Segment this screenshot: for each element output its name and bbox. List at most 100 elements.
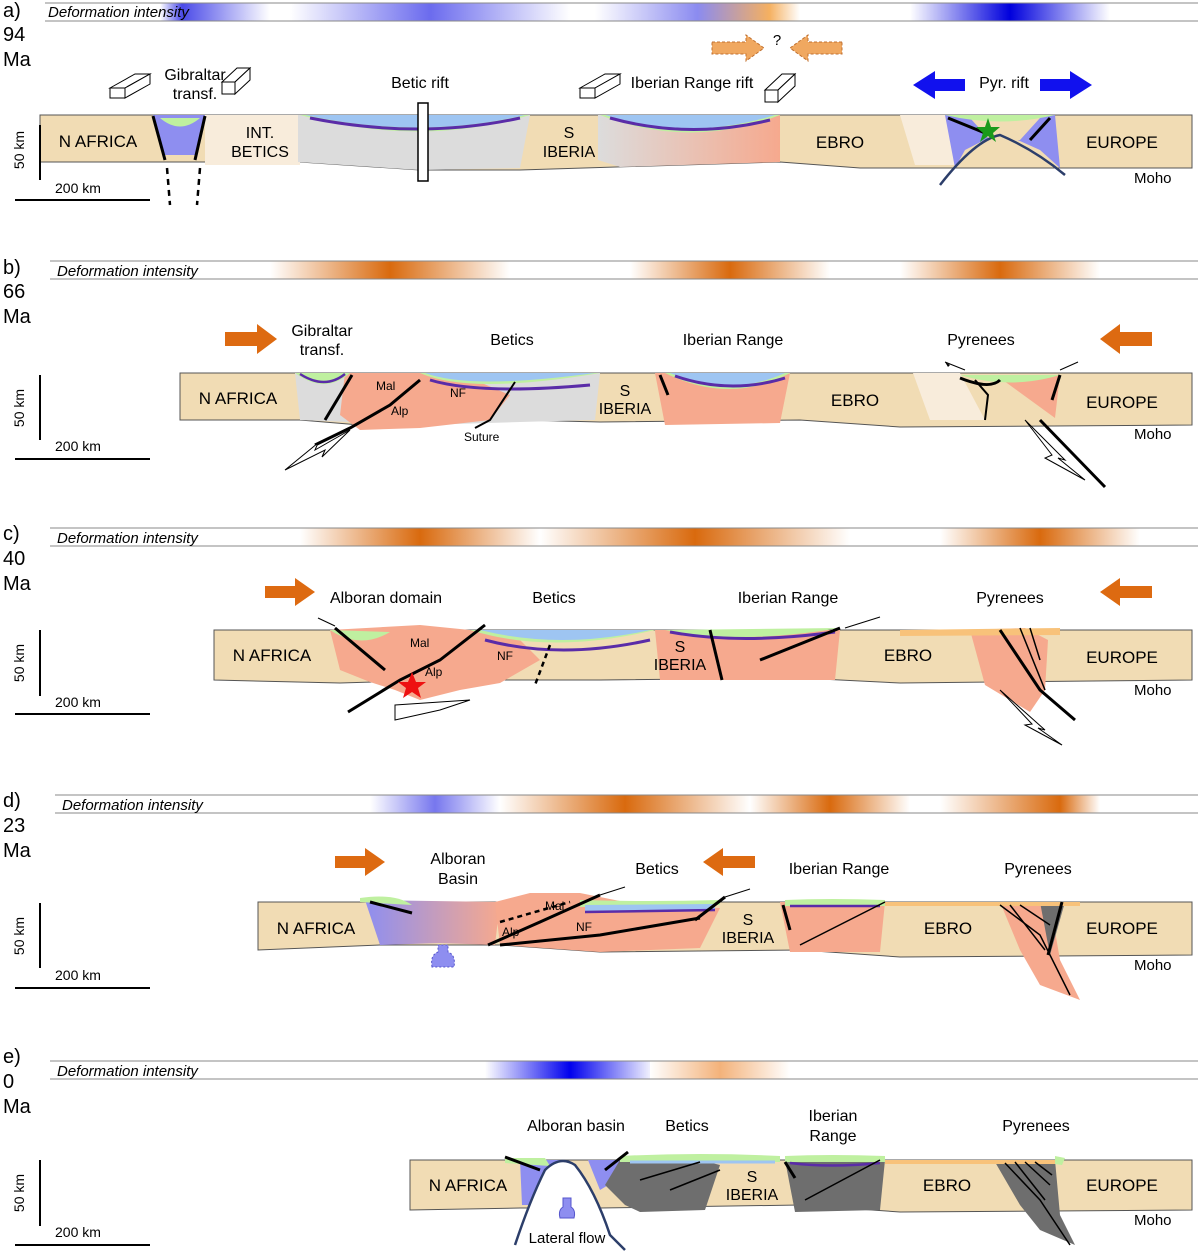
scale-bar: 50 km 200 km (11, 1160, 150, 1246)
compression-arrow-icon (789, 34, 843, 62)
label-lateral-flow: Lateral flow (529, 1230, 606, 1247)
scale-bar: 50 km 200 km (11, 125, 150, 201)
scale-horizontal: 200 km (55, 180, 101, 196)
label-europe: EUROPE (1086, 1176, 1158, 1195)
panel-age: 23 (3, 815, 25, 837)
mantle-upwelling-icon (431, 944, 455, 968)
scale-vertical: 50 km (11, 1174, 27, 1212)
label-iberian-1: Iberian (809, 1108, 858, 1125)
label-pyrenees: Pyrenees (947, 332, 1015, 349)
compression-arrow-icon (1100, 324, 1152, 354)
label-pyrenees: Pyrenees (1002, 1118, 1070, 1135)
compression-arrow-icon (1100, 578, 1152, 606)
panel-letter: e) (3, 1046, 21, 1068)
label-mal: Mal (410, 636, 429, 650)
label-n-africa: N AFRICA (59, 132, 138, 151)
panel-age-unit: Ma (3, 840, 32, 862)
deformation-intensity-bar: Deformation intensity (50, 260, 1198, 280)
label-mal: Mal (545, 899, 564, 913)
label-iberian-range: Iberian Range (738, 590, 839, 607)
scale-vertical: 50 km (11, 917, 27, 955)
label-s: S (564, 125, 575, 142)
label-iberia: IBERIA (599, 401, 652, 418)
label-suture: Suture (464, 430, 500, 444)
label-ebro: EBRO (816, 133, 864, 152)
label-alp: Alp (502, 925, 520, 939)
panel-a: a) 94 Ma Deformation intensity (3, 0, 1198, 206)
scale-vertical: 50 km (11, 131, 27, 169)
panel-letter: b) (3, 257, 21, 279)
label-iberia: IBERIA (654, 657, 707, 674)
cross-section: N AFRICA INT. BETICS S IBERIA EBRO EUROP… (39, 102, 1193, 206)
panel-age-unit: Ma (3, 573, 32, 595)
label-betics: Betics (665, 1118, 709, 1135)
label-ebro: EBRO (884, 646, 932, 665)
transform-fault-icon (108, 66, 252, 99)
panel-b: b) 66 Ma Deformation intensity (3, 257, 1198, 489)
panel-age-unit: Ma (3, 306, 32, 328)
panel-age: 0 (3, 1071, 14, 1093)
deformation-intensity-label: Deformation intensity (57, 263, 199, 280)
label-ebro: EBRO (923, 1176, 971, 1195)
deformation-intensity-label: Deformation intensity (62, 797, 204, 814)
label-iberia: IBERIA (543, 144, 596, 161)
scale-horizontal: 200 km (55, 967, 101, 983)
moho-label: Moho (1134, 682, 1172, 699)
scale-horizontal: 200 km (55, 694, 101, 710)
label-alboran-basin: Alboran basin (527, 1118, 625, 1135)
cross-section: N AFRICA S IBERIA EBRO EUROPE Mal Alp NF… (257, 886, 1193, 1000)
label-gibraltar-1: Gibraltar (291, 323, 353, 340)
scale-horizontal: 200 km (55, 438, 101, 454)
label-s: S (675, 639, 686, 656)
label-europe: EUROPE (1086, 133, 1158, 152)
scale-bar: 50 km 200 km (11, 630, 150, 715)
label-ebro: EBRO (924, 919, 972, 938)
deformation-intensity-bar: Deformation intensity (45, 2, 1198, 22)
panel-letter: c) (3, 523, 20, 545)
compression-arrow-icon (711, 34, 765, 62)
label-alp: Alp (391, 404, 409, 418)
label-ebro: EBRO (831, 391, 879, 410)
extension-arrow-icon (1040, 71, 1092, 99)
label-pyrenees: Pyrenees (976, 590, 1044, 607)
cross-section: N AFRICA S IBERIA EBRO EUROPE Lateral fl… (409, 1150, 1193, 1251)
label-iberian-2: Range (809, 1128, 856, 1145)
label-gibraltar-1: Gibraltar (164, 67, 226, 84)
label-nf: NF (576, 920, 592, 934)
label-n-africa: N AFRICA (233, 646, 312, 665)
label-nf: NF (497, 649, 513, 663)
label-gibraltar-2: transf. (300, 342, 344, 359)
deformation-intensity-bar: Deformation intensity (55, 794, 1198, 814)
deformation-intensity-bar: Deformation intensity (50, 1060, 1198, 1080)
label-europe: EUROPE (1086, 919, 1158, 938)
label-alp: Alp (425, 665, 443, 679)
label-int-betics-1: INT. (246, 125, 274, 142)
panel-d: d) 23 Ma Deformation intensity (3, 790, 1198, 1000)
label-europe: EUROPE (1086, 648, 1158, 667)
cross-section: N AFRICA S IBERIA EBRO EUROPE Mal Alp NF… (179, 361, 1193, 489)
label-betics: Betics (635, 861, 679, 878)
panel-letter: d) (3, 790, 21, 812)
scale-horizontal: 200 km (55, 1224, 101, 1240)
panel-age: 40 (3, 548, 25, 570)
extension-arrow-icon (913, 71, 965, 99)
panel-age-unit: Ma (3, 1096, 32, 1118)
red-star-icon (398, 672, 426, 698)
label-europe: EUROPE (1086, 393, 1158, 412)
label-int-betics-2: BETICS (231, 144, 289, 161)
moho-label: Moho (1134, 957, 1172, 974)
label-iberia: IBERIA (722, 930, 775, 947)
cross-section: N AFRICA S IBERIA EBRO EUROPE Mal Alp NF… (213, 616, 1193, 746)
label-betics: Betics (532, 590, 576, 607)
compression-arrow-icon (225, 324, 277, 354)
compression-arrow-icon (335, 848, 385, 876)
label-n-africa: N AFRICA (199, 389, 278, 408)
scale-vertical: 50 km (11, 644, 27, 682)
panel-age: 94 (3, 24, 25, 46)
moho-label: Moho (1134, 1212, 1172, 1229)
label-n-africa: N AFRICA (277, 919, 356, 938)
label-mal: Mal (376, 379, 395, 393)
deformation-intensity-label: Deformation intensity (48, 4, 190, 21)
deformation-intensity-bar: Deformation intensity (50, 527, 1198, 547)
label-s: S (743, 912, 754, 929)
